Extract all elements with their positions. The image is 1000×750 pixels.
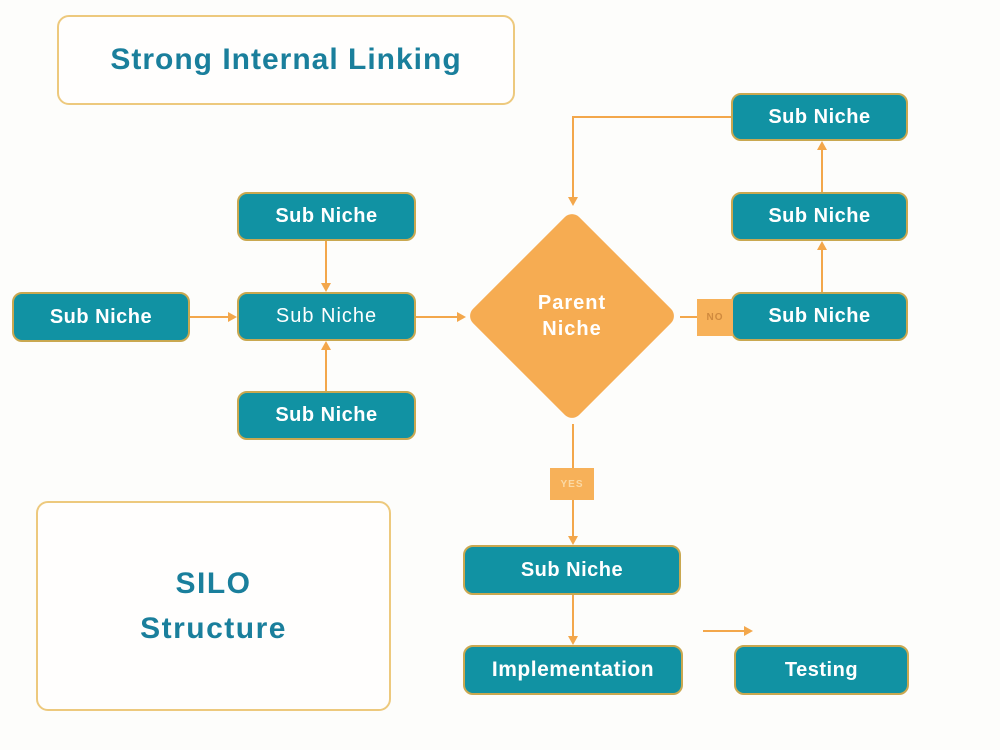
no-label: NO: [697, 299, 733, 336]
node-sub-niche-left: Sub Niche: [12, 292, 190, 342]
arrow-rightmid-to-righttop-head: [817, 141, 827, 150]
arrow-left-to-center-head: [228, 312, 237, 322]
node-sub-niche-mid-center: Sub Niche: [237, 292, 416, 341]
arrow-righttop-to-diamond-hline: [572, 116, 731, 118]
node-implementation: Implementation: [463, 645, 683, 695]
arrow-bottom-to-center-line: [325, 349, 327, 391]
arrow-righttop-to-diamond-vline: [572, 116, 574, 198]
arrow-toward-testing-head: [744, 626, 753, 636]
arrow-toward-testing-line: [703, 630, 745, 632]
arrow-left-to-center-line: [190, 316, 229, 318]
arrow-center-to-diamond-line: [416, 316, 458, 318]
parent-niche-line1: Parent: [537, 292, 607, 314]
node-sub-niche-right-bottom: Sub Niche: [731, 292, 908, 341]
arrow-top-to-center-head: [321, 283, 331, 292]
arrow-rightbottom-to-rightmid-head: [817, 241, 827, 250]
arrow-top-to-center-line: [325, 241, 327, 285]
silo-label-line1: SILO: [175, 567, 252, 600]
silo-structure-box: SILO Structure: [36, 501, 391, 711]
node-sub-niche-mid-top: Sub Niche: [237, 192, 416, 241]
node-sub-niche-mid-bottom: Sub Niche: [237, 391, 416, 440]
title-box: Strong Internal Linking: [57, 15, 515, 105]
arrow-bottom-to-center-head: [321, 341, 331, 350]
diagram-title: Strong Internal Linking: [110, 43, 462, 76]
silo-label-line2: Structure: [140, 612, 287, 645]
arrow-rightmid-to-righttop-line: [821, 149, 823, 192]
yes-label: YES: [550, 468, 594, 500]
arrow-righttop-to-diamond-head: [568, 197, 578, 206]
node-sub-niche-right-top: Sub Niche: [731, 93, 908, 141]
arrow-diamond-to-bottom-head: [568, 536, 578, 545]
node-sub-niche-right-mid: Sub Niche: [731, 192, 908, 241]
parent-niche-line2: Niche: [542, 318, 602, 340]
node-testing: Testing: [734, 645, 909, 695]
node-sub-niche-bottom: Sub Niche: [463, 545, 681, 595]
arrow-bottom-to-implementation-head: [568, 636, 578, 645]
arrow-bottom-to-implementation-line: [572, 595, 574, 637]
arrow-rightbottom-to-rightmid-line: [821, 249, 823, 292]
parent-niche-label: Parent Niche: [497, 241, 647, 391]
arrow-center-to-diamond-head: [457, 312, 466, 322]
